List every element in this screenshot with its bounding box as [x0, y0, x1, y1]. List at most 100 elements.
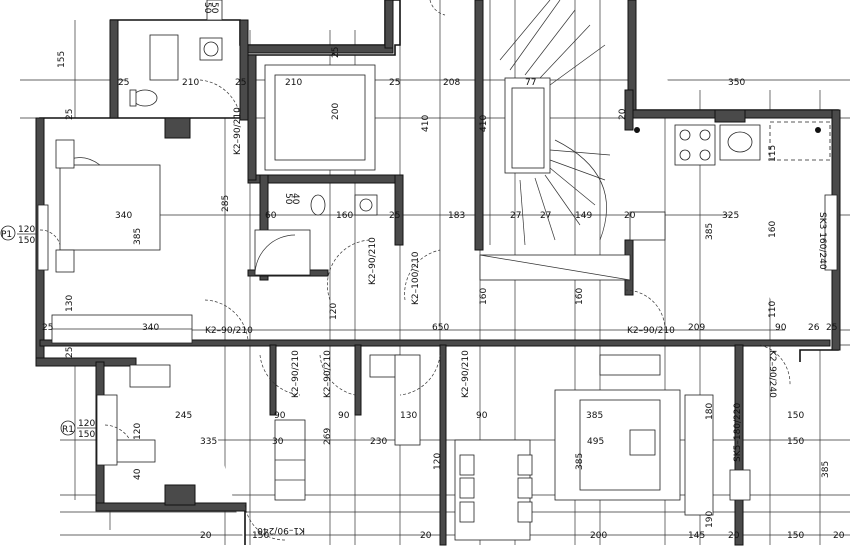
label-p1-height: 150	[18, 236, 35, 246]
dim-77: 77	[525, 78, 536, 88]
dim-40: 40	[133, 468, 143, 480]
dim-120: 120	[133, 423, 143, 440]
dim-130: 130	[400, 411, 417, 421]
label-p1: P1	[1, 230, 12, 240]
dim-155: 155	[57, 51, 67, 68]
living-room	[454, 354, 751, 541]
dim-230: 230	[370, 437, 387, 447]
door-tag: K1–90/240	[257, 525, 305, 535]
dim-20: 20	[420, 531, 432, 541]
dim-160: 160	[336, 211, 353, 221]
dim-27: 27	[510, 211, 521, 221]
dim-20: 20	[618, 108, 628, 120]
window-tag: SK5–180/220	[733, 402, 743, 462]
bathroom-top-left	[129, 0, 223, 107]
label-40: 40	[290, 193, 300, 205]
dim-269: 269	[323, 428, 333, 445]
window-tag-r1	[60, 420, 76, 436]
door-tag: K2–90/210	[461, 350, 471, 398]
dimension-labels: 155 25 210 25 210 25 208 77 350 25 200 4…	[42, 47, 845, 541]
door-tag: K2–90/210	[323, 350, 333, 398]
dim-90: 90	[274, 411, 286, 421]
dim-285: 285	[221, 195, 231, 212]
dim-410: 410	[421, 115, 431, 132]
door-tag: K2–90/240	[767, 350, 777, 398]
door-tag: K2–90/210	[233, 107, 243, 155]
dim-325: 325	[722, 211, 739, 221]
dim-385: 385	[586, 411, 603, 421]
dim-149: 149	[575, 211, 592, 221]
dim-385: 385	[133, 228, 143, 245]
dim-340: 340	[142, 323, 159, 333]
door-tag: K2–100/210	[411, 251, 421, 305]
door-tag: K2–90/210	[291, 350, 301, 398]
dim-495: 495	[587, 437, 604, 447]
dim-180: 180	[705, 403, 715, 420]
dim-90: 90	[775, 323, 787, 333]
label-r1: R1	[62, 425, 74, 435]
dim-385: 385	[575, 453, 585, 470]
dim-25: 25	[826, 323, 837, 333]
door-tag: K2–90/210	[627, 326, 675, 336]
dim-26: 26	[808, 323, 820, 333]
staircase	[479, 0, 631, 281]
dim-20: 20	[200, 531, 212, 541]
dim-30: 30	[272, 437, 284, 447]
dim-25: 25	[118, 78, 129, 88]
dim-25: 25	[65, 347, 75, 358]
dim-200: 200	[331, 103, 341, 120]
dim-25: 25	[42, 323, 53, 333]
dim-385: 385	[705, 223, 715, 240]
label-r1-width: 120	[78, 419, 95, 429]
dim-60: 60	[265, 211, 277, 221]
dim-183: 183	[448, 211, 465, 221]
dim-208: 208	[443, 78, 460, 88]
dim-25: 25	[65, 109, 75, 120]
dim-210: 210	[182, 78, 199, 88]
dim-115: 115	[768, 145, 778, 162]
dim-90: 90	[338, 411, 350, 421]
dim-120: 120	[329, 303, 339, 320]
dim-160: 160	[479, 288, 489, 305]
dim-25: 25	[389, 211, 400, 221]
bedroom-bottom	[96, 354, 421, 501]
dim-210: 210	[285, 78, 302, 88]
door-tag: K2–90/210	[368, 237, 378, 285]
dim-385: 385	[821, 461, 831, 478]
dim-145: 145	[688, 531, 705, 541]
door-tag: K2–90/210	[205, 326, 253, 336]
dim-335: 335	[200, 437, 217, 447]
dim-340: 340	[115, 211, 132, 221]
dim-150: 150	[787, 411, 804, 421]
dim-150: 150	[787, 437, 804, 447]
dim-20: 20	[624, 211, 636, 221]
dim-350: 350	[728, 78, 745, 88]
kitchen	[629, 121, 838, 271]
dim-25: 25	[235, 78, 246, 88]
dim-190: 190	[705, 511, 715, 528]
dim-90: 90	[476, 411, 488, 421]
label-r1-height: 150	[78, 430, 95, 440]
dim-25: 25	[389, 78, 400, 88]
dim-150: 150	[252, 531, 269, 541]
label-50: 50	[202, 2, 212, 14]
dim-110: 110	[768, 301, 778, 318]
dim-120: 120	[433, 453, 443, 470]
dim-20: 20	[833, 531, 845, 541]
dim-150: 150	[787, 531, 804, 541]
label-50: 50	[209, 2, 219, 14]
dim-200: 200	[590, 531, 607, 541]
window-tag: SK3 160/240	[817, 212, 827, 270]
bathroom-middle	[254, 64, 378, 276]
dim-245: 245	[175, 411, 192, 421]
dim-160: 160	[575, 288, 585, 305]
dim-209: 209	[688, 323, 705, 333]
dim-130: 130	[65, 295, 75, 312]
dim-20: 20	[728, 531, 740, 541]
window-tag-p1	[0, 225, 16, 241]
dim-160: 160	[768, 221, 778, 238]
dim-25: 25	[331, 47, 341, 58]
label-50: 50	[283, 193, 293, 205]
opening-tags: P1 120 150 R1 120 150 K2–90/210 K2–90/21…	[0, 2, 827, 535]
